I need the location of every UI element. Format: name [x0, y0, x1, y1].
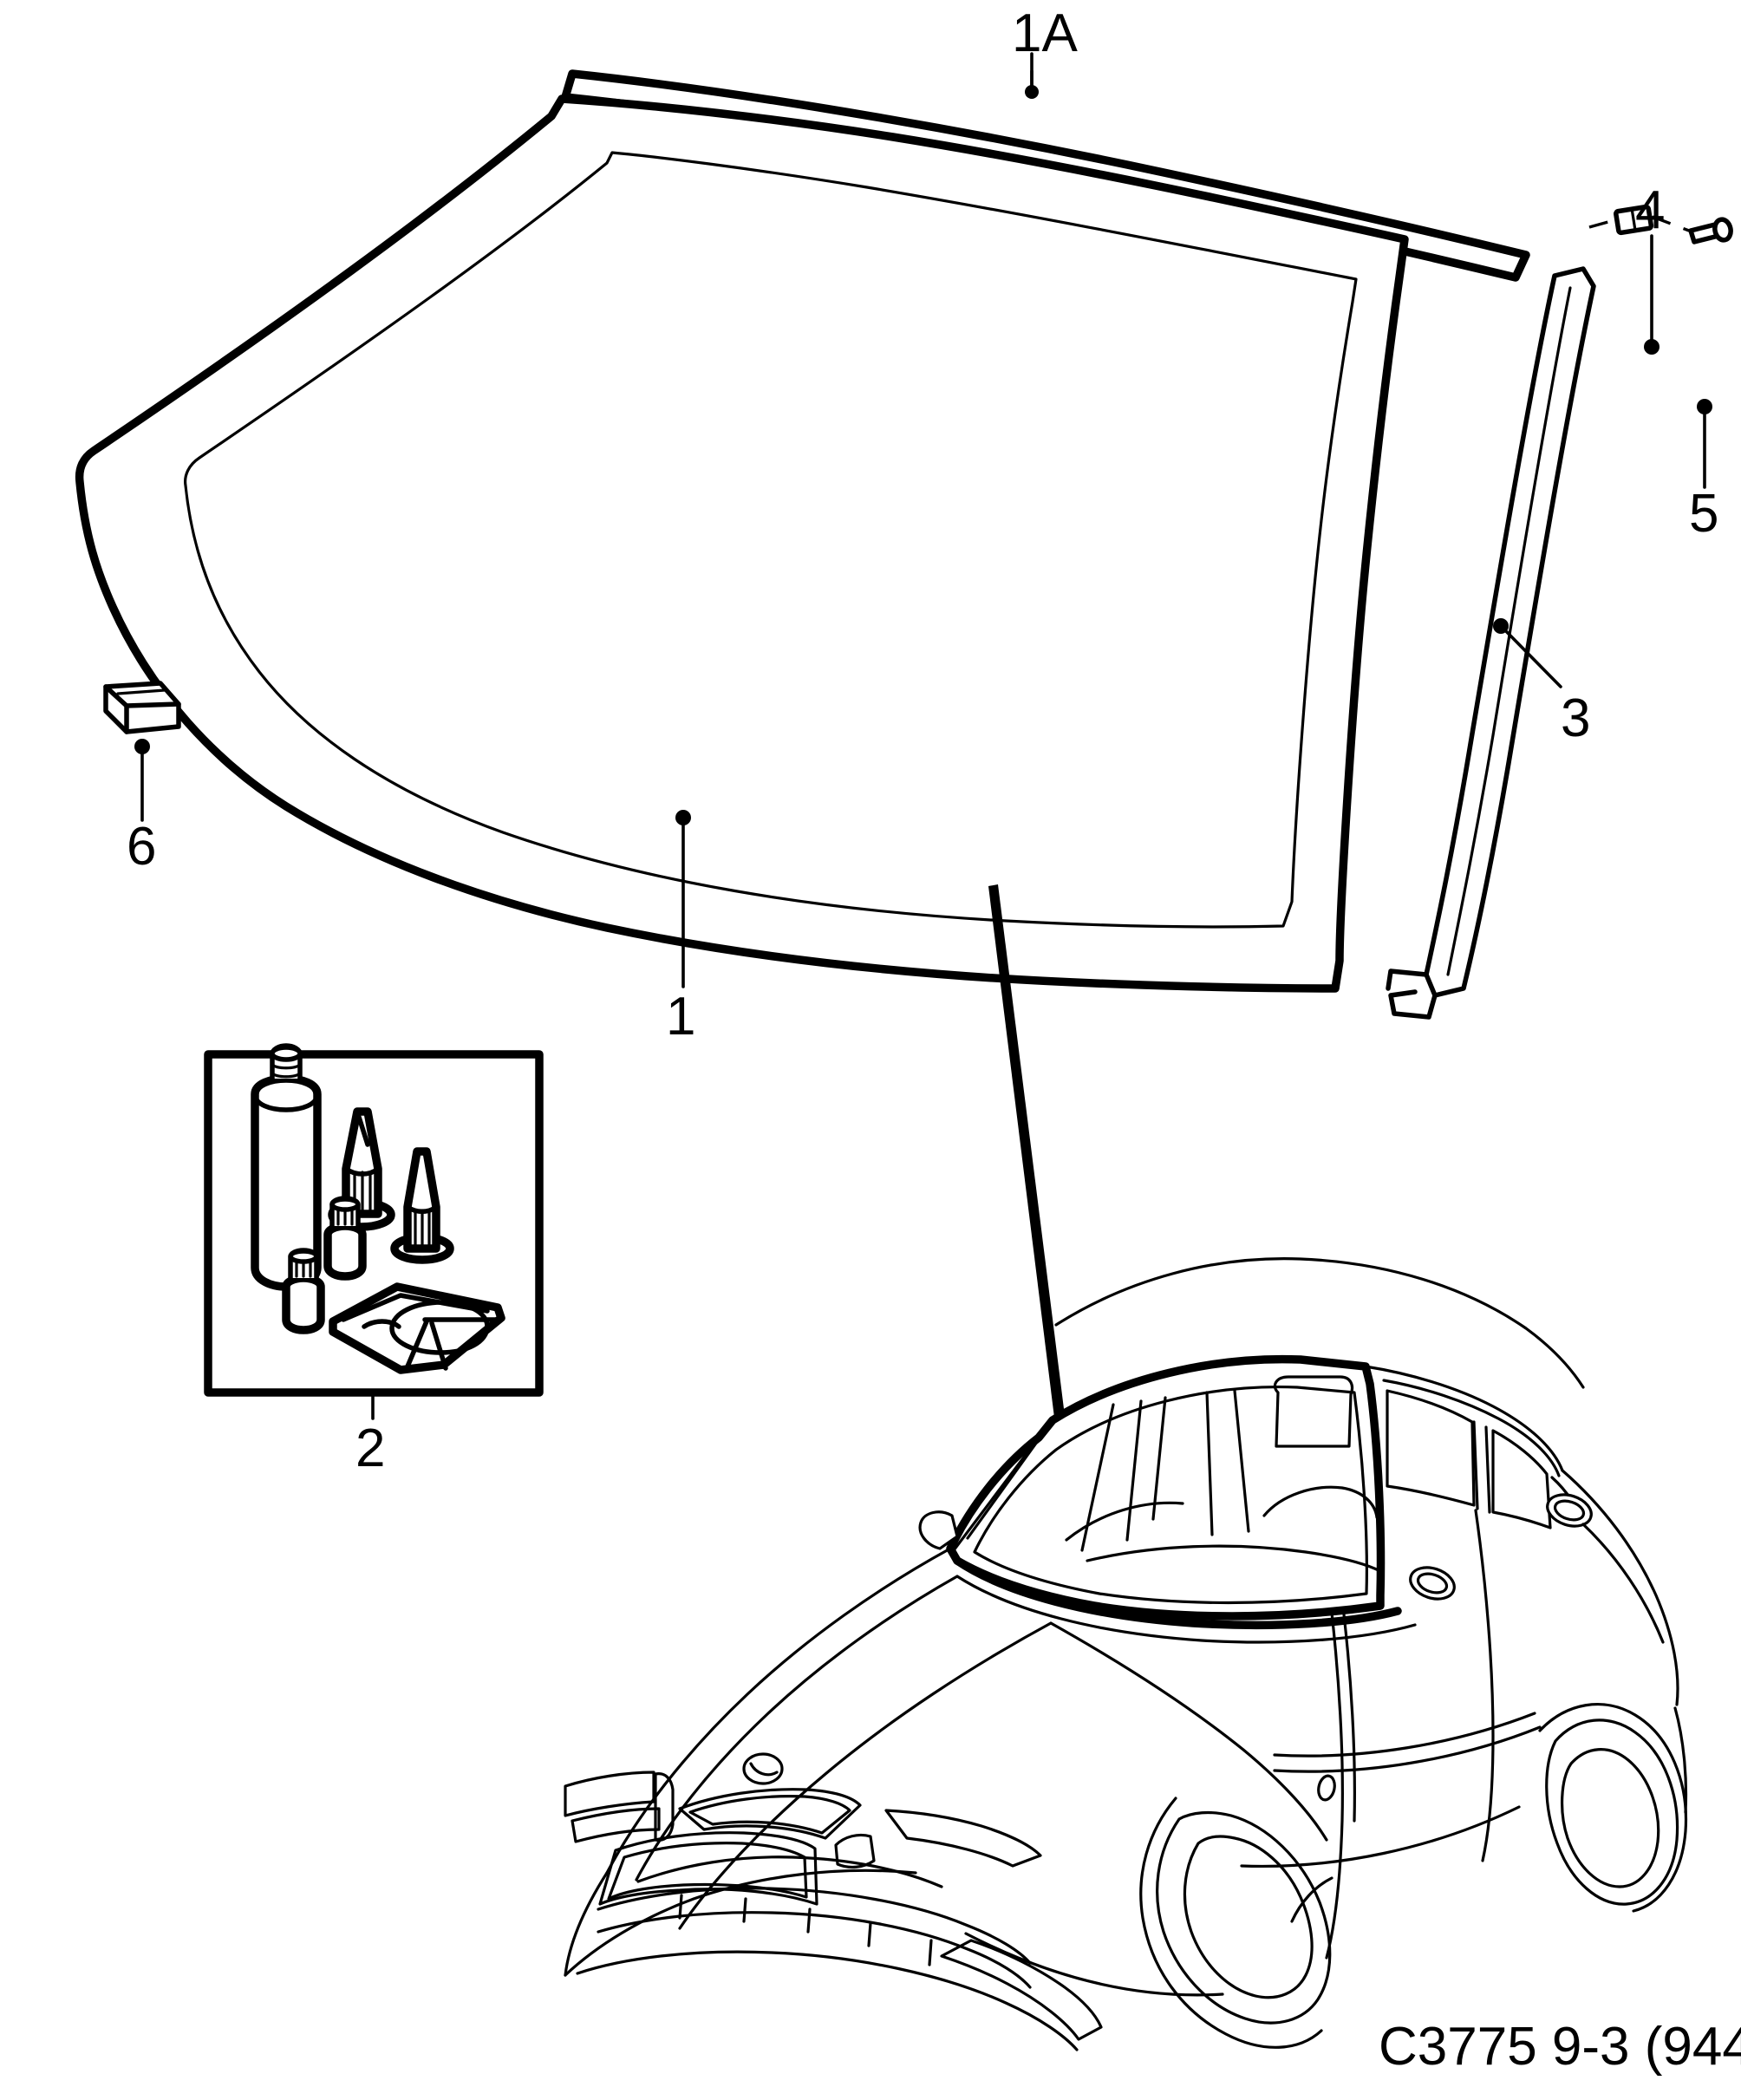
kit-item-primer-bottle-b [282, 1248, 325, 1334]
callout-label-2[interactable]: 2 [355, 1418, 386, 1478]
callout-label-6[interactable]: 6 [127, 817, 157, 877]
part-moulding-screw-5[interactable] [1688, 217, 1733, 245]
callout-label-3[interactable]: 3 [1561, 688, 1591, 748]
vehicle-badge [742, 1752, 784, 1785]
callout-label-4[interactable]: 4 [1635, 180, 1666, 240]
part-retainer-clip-4[interactable] [1614, 204, 1654, 236]
part-a-pillar-moulding-3[interactable] [1386, 266, 1596, 1020]
part-windshield-glass-1[interactable] [75, 95, 1409, 993]
kit-item-nozzle-tip-small [390, 1147, 454, 1264]
leader-3 [1504, 629, 1562, 688]
part-spacer-block-6[interactable] [103, 681, 181, 734]
callout-label-1[interactable]: 1 [666, 987, 696, 1047]
figure-caption: C3775 9-3 (9440) [1379, 2017, 1741, 2077]
callout-label-1a[interactable]: 1A [1012, 3, 1078, 63]
kit-item-primer-bottle-a [323, 1196, 367, 1281]
windshield-pointer-wedge [988, 884, 1076, 1509]
vehicle-illustration [564, 884, 1688, 2051]
assembly-dash-line [1588, 215, 1690, 232]
part-adhesive-kit-2[interactable] [204, 1043, 544, 1397]
callout-label-5[interactable]: 5 [1689, 484, 1719, 544]
kit-item-wipe-sachet [329, 1282, 505, 1374]
callout-leaders [134, 52, 1712, 1420]
